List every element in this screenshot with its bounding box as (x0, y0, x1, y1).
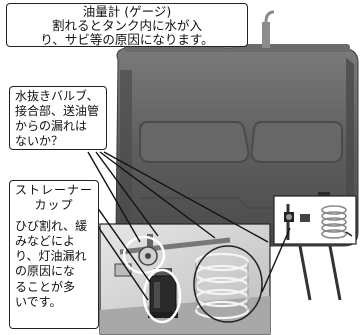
leader-lines (83, 151, 291, 301)
strainer-body-line-4: の原因にな (15, 264, 76, 279)
leak-callout-line-3: からの漏れは (15, 119, 88, 133)
gauge-callout-line-1: 油量計 (ゲージ) (82, 4, 172, 19)
gauge-callout: 油量計 (ゲージ) 割れるとタンク内に水が入 り、サビ等の原因になります。 (6, 3, 248, 47)
strainer-body-line-3: り、灯油漏れ (15, 249, 87, 264)
strainer-photo (99, 223, 271, 335)
strainer-title-line-1: ストレーナー (15, 183, 94, 197)
strainer-title-line-2: カップ (34, 198, 74, 213)
strainer-cup-callout: ストレーナー カップ ひび割れ、緩 みなどによ り、灯油漏れ の原因にな ること… (9, 180, 99, 329)
leak-callout-line-2: 接合部、送油管 (15, 104, 100, 118)
strainer-cup-icon (148, 268, 178, 318)
strainer-body-line-2: みなどによ (15, 233, 76, 248)
strainer-body-line-6: いです。 (15, 295, 62, 310)
leak-check-callout: 水抜きバルブ、 接合部、送油管 からの漏れは ないか？ (9, 86, 107, 150)
leak-callout-line-1: 水抜きバルブ、 (15, 89, 99, 103)
leak-callout-line-4: ないか？ (15, 134, 64, 148)
gauge-callout-line-3: り、サビ等の原因になります。 (40, 32, 214, 47)
connection-detail (273, 195, 357, 245)
gauge-callout-line-2: 割れるとタンク内に水が入 (51, 18, 202, 33)
strainer-body-line-5: ることが多 (15, 279, 76, 294)
strainer-body-line-1: ひび割れ、緩 (15, 218, 88, 233)
